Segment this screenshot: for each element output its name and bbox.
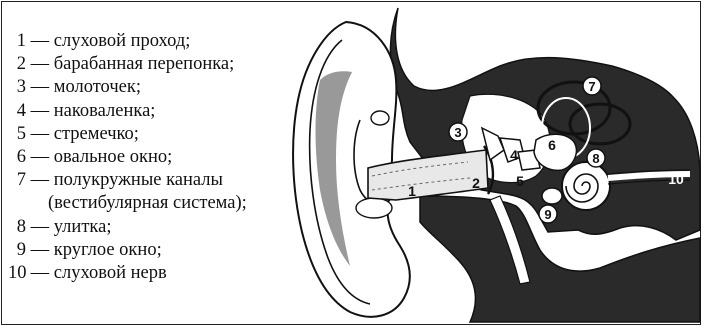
round-window — [542, 188, 562, 204]
marker-7-label: 7 — [588, 79, 595, 94]
marker-1-label: 1 — [408, 183, 416, 199]
marker-6-label: 6 — [548, 137, 556, 153]
marker-9-label: 9 — [544, 207, 551, 222]
marker-5-label: 5 — [516, 173, 524, 189]
marker-8: 8 — [587, 149, 605, 167]
tragus — [371, 111, 389, 125]
marker-2-label: 2 — [472, 175, 480, 191]
marker-8-label: 8 — [592, 151, 599, 166]
marker-2: 2 — [472, 175, 480, 191]
marker-9: 9 — [539, 205, 557, 223]
marker-3: 3 — [449, 123, 467, 141]
earlobe-fold — [356, 198, 392, 218]
marker-10-label: 10 — [668, 171, 684, 187]
cochlea — [562, 162, 610, 210]
marker-10: 10 — [668, 171, 684, 187]
marker-6: 6 — [548, 137, 556, 153]
marker-3-label: 3 — [454, 125, 461, 140]
marker-4-label: 4 — [510, 147, 518, 163]
marker-5: 5 — [516, 173, 524, 189]
marker-4: 4 — [510, 147, 518, 163]
marker-1: 1 — [408, 183, 416, 199]
marker-7: 7 — [583, 77, 601, 95]
